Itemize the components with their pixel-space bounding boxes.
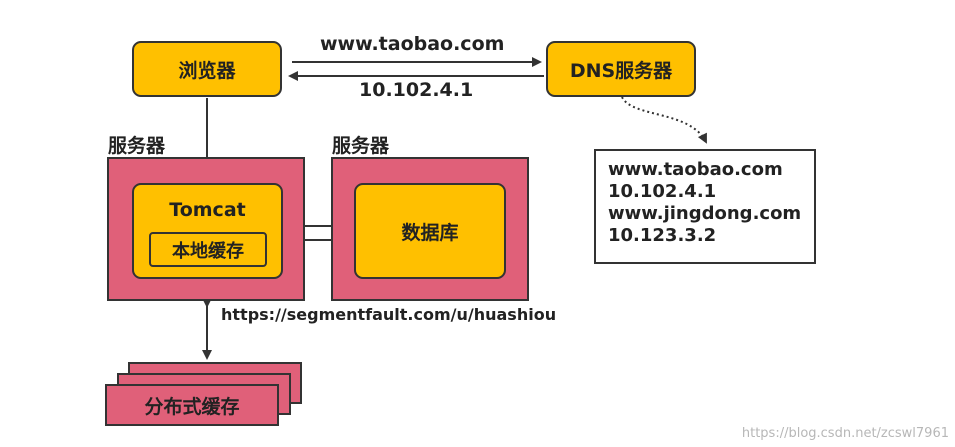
local-cache-label: 本地缓存	[172, 240, 244, 262]
request-domain-label: www.taobao.com	[320, 33, 505, 55]
server-right-label: 服务器	[332, 135, 390, 157]
dns-server-label: DNS服务器	[569, 59, 673, 82]
dns-record-line: 10.123.3.2	[608, 225, 717, 246]
arrow-dns-to-records	[621, 96, 707, 144]
server-left-label: 服务器	[108, 135, 166, 157]
distributed-cache-label: 分布式缓存	[144, 395, 240, 418]
dns-record-line: www.taobao.com	[608, 159, 783, 180]
browser-node: 浏览器	[132, 41, 282, 97]
dns-record-line: www.jingdong.com	[608, 203, 802, 224]
database-node: 数据库	[354, 183, 506, 279]
dns-record-line: 10.102.4.1	[608, 181, 717, 202]
local-cache-node: 本地缓存	[149, 232, 267, 267]
tomcat-label: Tomcat	[169, 199, 246, 221]
response-ip-label: 10.102.4.1	[359, 79, 474, 101]
source-url-label: https://segmentfault.com/u/huashiou	[221, 305, 557, 324]
database-label: 数据库	[401, 221, 459, 244]
dns-records-table: www.taobao.com 10.102.4.1 www.jingdong.c…	[594, 149, 816, 264]
tomcat-node: Tomcat 本地缓存	[132, 183, 283, 279]
browser-label: 浏览器	[178, 59, 236, 82]
watermark: https://blog.csdn.net/zcswl7961	[741, 426, 949, 441]
distributed-cache-node: 分布式缓存	[105, 384, 279, 426]
dns-server-node: DNS服务器	[546, 41, 696, 97]
